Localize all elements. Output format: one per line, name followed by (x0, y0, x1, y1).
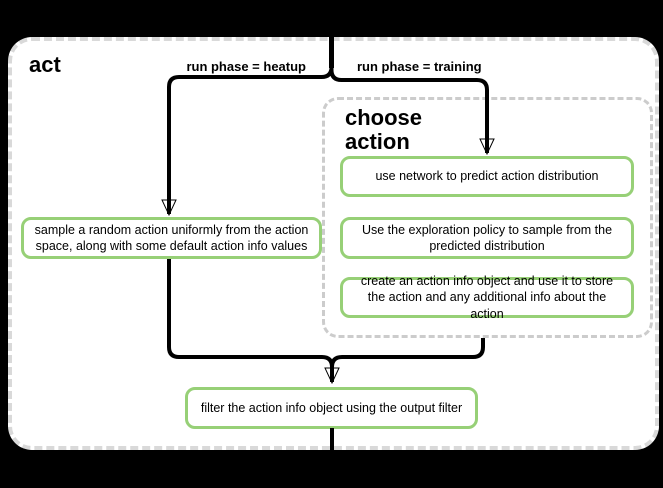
node-filter-output: filter the action info object using the … (185, 387, 478, 429)
node-use-network-predict: use network to predict action distributi… (340, 156, 634, 197)
edge-label-heatup: run phase = heatup (186, 59, 306, 74)
choose-action-group-title: choose action (345, 105, 423, 155)
node-exploration-policy-sample: Use the exploration policy to sample fro… (340, 217, 634, 259)
node-create-action-info: create an action info object and use it … (340, 274, 634, 321)
panel-title: act (29, 52, 61, 77)
edge-label-training: run phase = training (357, 59, 482, 74)
node-sample-random-action: sample a random action uniformly from th… (21, 217, 322, 259)
